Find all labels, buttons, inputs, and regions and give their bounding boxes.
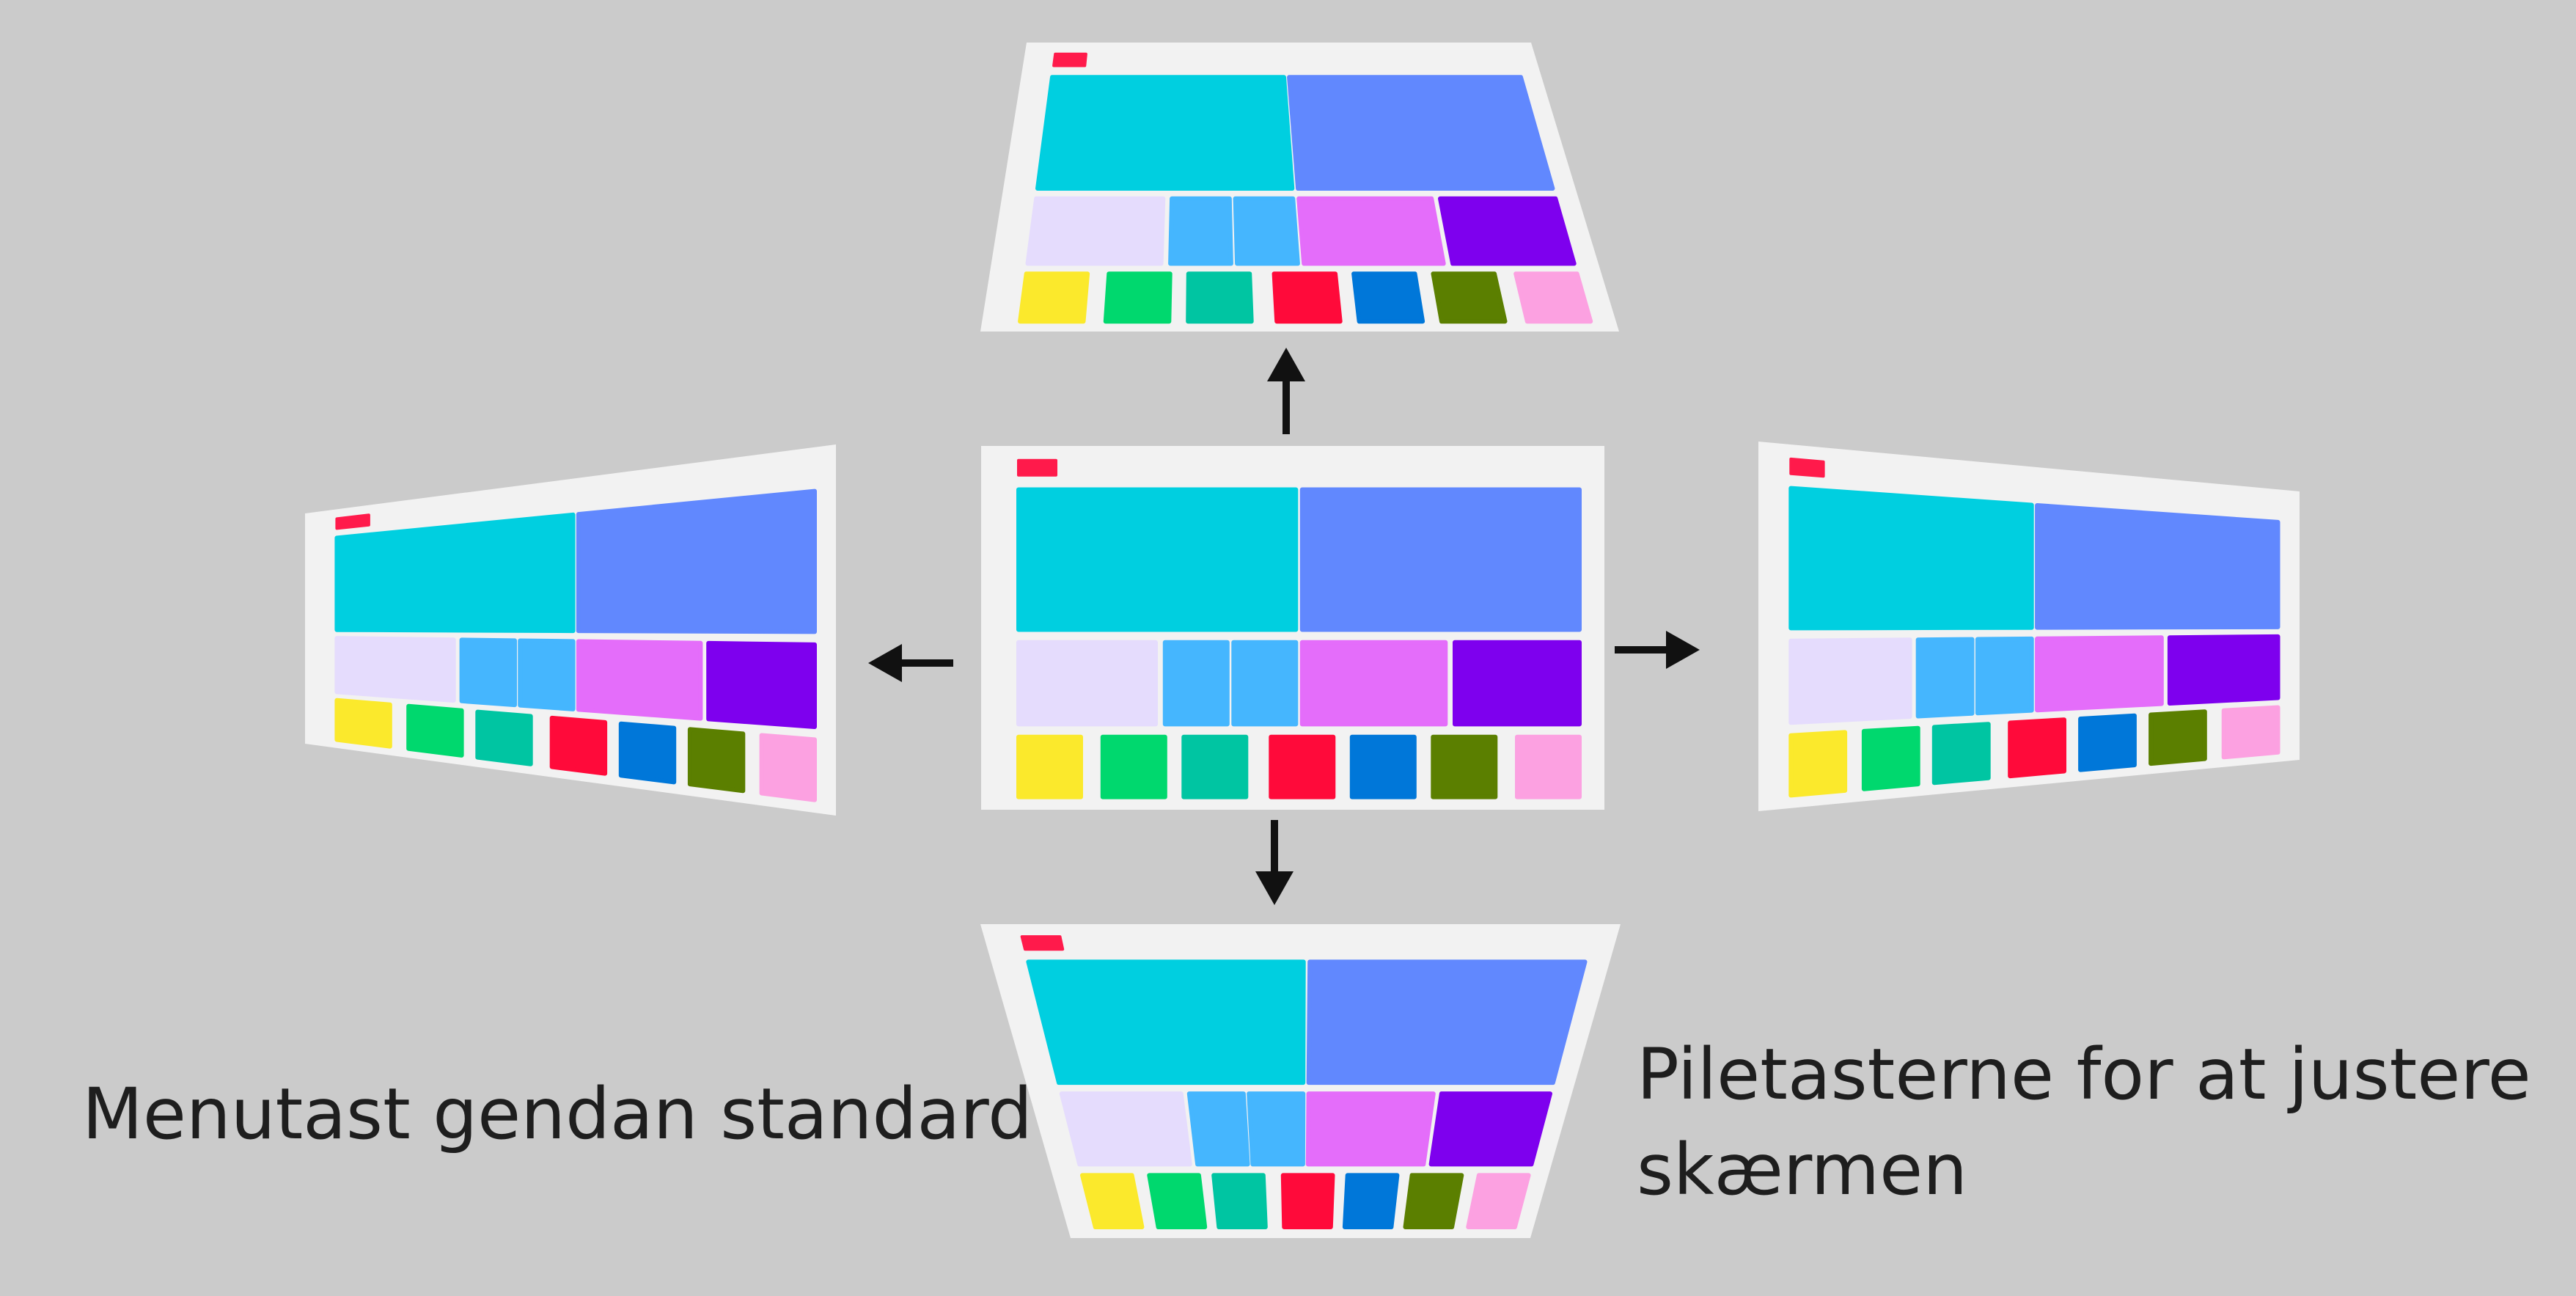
arrow-up-icon <box>1267 348 1305 434</box>
screen-tile-green <box>1100 734 1167 799</box>
screen-tile-pink <box>1513 271 1593 324</box>
screen-tile-teal <box>1211 1173 1268 1229</box>
screen-tile-blue <box>1349 734 1417 799</box>
screen-tile-violet <box>706 640 817 729</box>
screen-tile-big-b <box>1306 959 1588 1086</box>
arrow-head <box>1267 348 1305 381</box>
screen-tile-teal <box>1186 271 1254 324</box>
screen-tile-sky-2 <box>518 638 576 711</box>
screen-tile-red <box>1269 734 1336 799</box>
screen-tile-orchid <box>576 639 703 721</box>
screen-tile-lavender <box>1016 640 1158 727</box>
screen-tile-sky-2 <box>1247 1091 1306 1167</box>
screen-tile-green <box>1861 725 1920 791</box>
screen-tile-violet <box>2167 634 2280 706</box>
screen-tile-lavender <box>1025 196 1166 266</box>
screen-tile-red <box>2008 717 2066 779</box>
screen-tile-olive <box>1403 1173 1464 1229</box>
arrow-keys-caption: Piletasterne for at justere skærmen <box>1637 1027 2531 1218</box>
arrow-left-icon <box>868 644 953 682</box>
screen-tile-big-b <box>2035 503 2280 630</box>
screen-header-indicator <box>1789 457 1825 478</box>
screen-tile-big-b <box>576 488 817 634</box>
screen-tile-big-a <box>1016 487 1299 632</box>
screen-tile-blue <box>618 721 677 785</box>
screen-tile-sky-2 <box>1233 196 1300 266</box>
screen-header-indicator <box>1052 52 1087 67</box>
screen-tile-olive <box>1431 734 1498 799</box>
screen-header-indicator <box>1020 935 1065 951</box>
screen-tile-red <box>1280 1173 1335 1229</box>
screen-tile-big-a <box>1035 75 1295 191</box>
screen-tile-blue <box>1351 271 1425 324</box>
screen-tile-yellow <box>1018 271 1090 324</box>
screen-shifted-right <box>1758 442 2300 811</box>
screen-tile-big-b <box>1299 487 1582 632</box>
screen-tile-sky-1 <box>1186 1091 1250 1167</box>
screen-tile-yellow <box>1788 730 1848 798</box>
screen-tile-violet <box>1438 196 1577 266</box>
screen-tile-pink <box>759 733 817 802</box>
screen-tile-green <box>1103 271 1173 324</box>
screen-tile-pink <box>1466 1173 1531 1229</box>
arrow-head <box>868 644 902 682</box>
screen-tile-red <box>549 715 608 776</box>
screen-tile-big-a <box>334 512 576 634</box>
screen-tile-blue <box>2078 713 2137 772</box>
screen-tile-green <box>406 703 464 758</box>
screen-shifted-up <box>980 43 1619 332</box>
screen-tile-orchid <box>2035 635 2164 713</box>
screen-tile-yellow <box>1080 1173 1145 1229</box>
screen-tile-olive <box>1431 271 1508 324</box>
screen-tile-yellow <box>334 698 392 749</box>
screen-tile-orchid <box>1299 640 1448 727</box>
screen-tile-violet <box>1453 640 1582 727</box>
screen-shifted-down <box>980 924 1621 1238</box>
screen-tile-yellow <box>1016 734 1083 799</box>
arrow-keys-caption-line-1: Piletasterne for at justere <box>1637 1033 2531 1116</box>
screen-tile-sky-1 <box>1168 196 1233 266</box>
screen-tile-lavender <box>334 636 456 703</box>
screen-tile-sky-1 <box>1162 640 1230 727</box>
arrow-right-icon <box>1615 631 1700 669</box>
arrow-head <box>1255 871 1293 905</box>
screen-tile-pink <box>2221 705 2280 760</box>
screen-header-indicator <box>335 513 370 530</box>
screen-tile-pink <box>1515 734 1582 799</box>
screen-tile-red <box>1272 271 1343 324</box>
screen-tile-sky-1 <box>1915 637 1975 719</box>
screen-tile-teal <box>1931 722 1991 786</box>
screen-tile-teal <box>1181 734 1249 799</box>
screen-header-indicator <box>1017 458 1057 477</box>
screen-tile-olive <box>2148 709 2207 766</box>
arrow-down-icon <box>1255 820 1293 905</box>
screen-tile-olive <box>687 727 746 794</box>
arrow-head <box>1666 631 1700 669</box>
screen-tile-orchid <box>1305 1091 1436 1167</box>
menu-reset-caption: Menutast gendan standard <box>82 1073 1032 1155</box>
screen-tile-lavender <box>1788 637 1912 725</box>
screen-tile-big-b <box>1287 75 1555 191</box>
screen-center-default <box>981 446 1604 810</box>
screen-tile-teal <box>475 709 533 766</box>
screen-tile-sky-1 <box>459 637 517 708</box>
screen-tile-violet <box>1428 1091 1552 1167</box>
screen-shifted-left <box>305 444 836 816</box>
screen-tile-sky-2 <box>1231 640 1299 727</box>
screen-tile-sky-2 <box>1975 636 2034 716</box>
arrow-keys-caption-line-2: skærmen <box>1637 1129 1968 1211</box>
screen-tile-big-a <box>1026 959 1306 1086</box>
screen-tile-orchid <box>1296 196 1446 266</box>
screen-tile-blue <box>1342 1173 1400 1229</box>
screen-tile-big-a <box>1788 486 2034 631</box>
screen-tile-green <box>1147 1173 1208 1229</box>
screen-tile-lavender <box>1059 1091 1192 1167</box>
